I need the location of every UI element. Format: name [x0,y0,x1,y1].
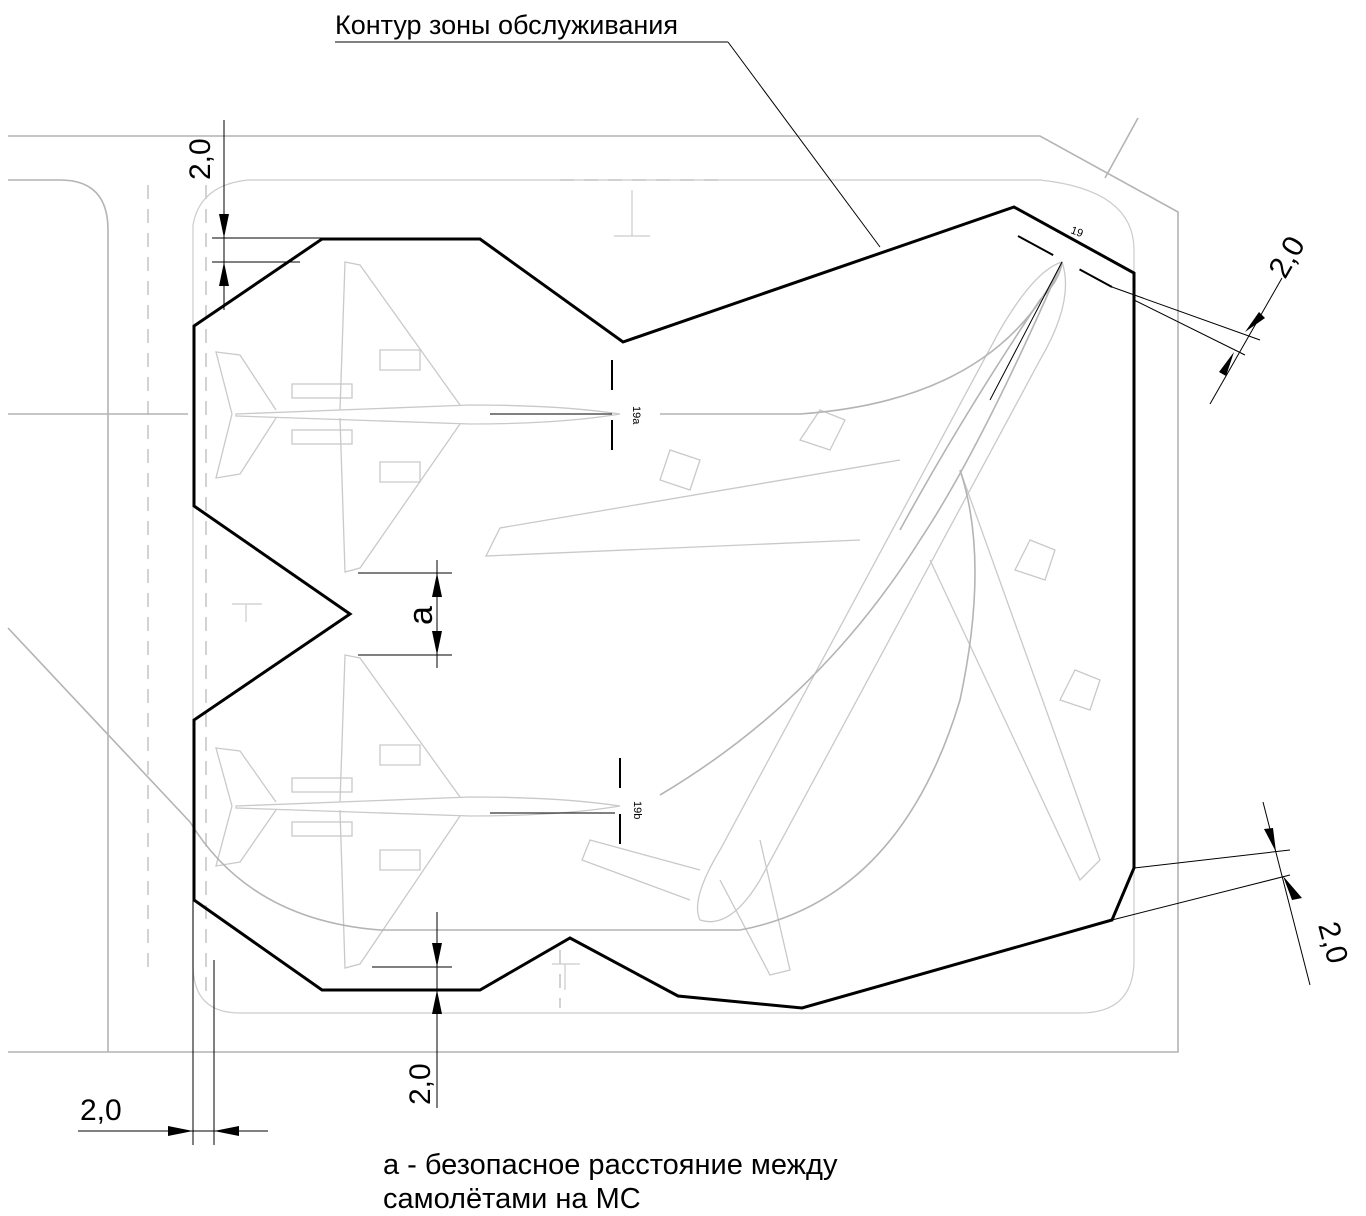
aircraft-19 [484,261,1101,976]
dimension-top-left [212,120,322,310]
stand-label-19: 19 [1069,225,1085,240]
contour-title: Контур зоны обслуживания [335,10,678,40]
dim-label-bottom-left: 2,0 [80,1094,122,1127]
dim-label-top-left: 2,0 [184,138,217,180]
aircraft-19a [215,261,621,573]
stand-label-19b: 19b [631,801,643,819]
legend-note: а - безопасное расстояние между самолёта… [383,1148,1083,1216]
dimension-top-right [1111,277,1283,405]
dimension-bottom-left [78,900,268,1145]
legend-line-1: а - безопасное расстояние между [383,1149,838,1181]
service-zone-contour [192,205,1136,1010]
legend-line-2: самолётами на МС [383,1183,641,1215]
aircraft-19b [215,654,621,969]
dim-label-bottom-center: 2,0 [404,1063,437,1105]
dimension-bottom-right [1111,801,1311,986]
stand-label-19a: 19a [630,406,642,425]
stand-markings [490,235,1113,866]
dim-label-bottom-right: 2,0 [1311,918,1354,967]
contour-leader [335,41,881,248]
gap-symbol: a [402,606,440,625]
dim-label-top-right: 2,0 [1262,231,1311,284]
dimension-gap-a [358,560,452,668]
taxi-guidance-lines [189,261,1063,931]
dimension-bottom-center [372,912,452,1108]
apron-boundaries [7,117,1179,1053]
